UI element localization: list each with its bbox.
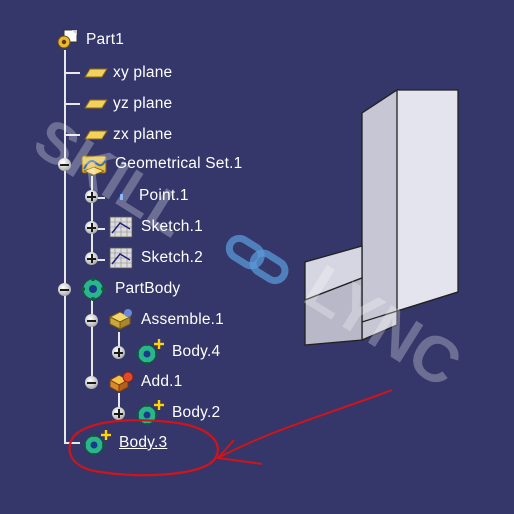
tree-node-sketch2[interactable]: Sketch.2 <box>106 245 203 271</box>
tree-node-geometrical-set[interactable]: Geometrical Set.1 <box>80 151 242 177</box>
tree-node-assemble1[interactable]: Assemble.1 <box>106 307 224 333</box>
tree-line-assemble <box>118 332 120 353</box>
plane-icon <box>84 130 108 140</box>
tree-branch <box>91 197 105 199</box>
node-label: Sketch.2 <box>141 249 203 266</box>
tree-line-geoset <box>91 176 93 258</box>
add-collapse-toggle[interactable] <box>85 376 98 389</box>
tree-line-root <box>64 50 66 443</box>
body-icon <box>136 339 164 365</box>
tree-node-add1[interactable]: Add.1 <box>106 369 183 395</box>
tree-node-zx-plane[interactable]: zx plane <box>84 122 172 148</box>
tree-branch <box>64 72 80 74</box>
tree-line-add <box>118 393 120 414</box>
body2-expand-toggle[interactable] <box>112 407 125 420</box>
node-label: Assemble.1 <box>141 311 224 328</box>
body-icon <box>83 430 111 456</box>
tree-node-point1[interactable]: Point.1 <box>106 183 189 209</box>
point-icon <box>106 186 134 206</box>
tree-branch <box>91 259 105 261</box>
node-label: Body.4 <box>172 343 221 360</box>
tree-node-yz-plane[interactable]: yz plane <box>84 91 172 117</box>
sketch2-expand-toggle[interactable] <box>85 252 98 265</box>
node-label: Sketch.1 <box>141 218 203 235</box>
tree-node-sketch1[interactable]: Sketch.1 <box>106 214 203 240</box>
node-label: Body.3 <box>119 434 168 451</box>
plane-icon <box>84 68 108 78</box>
assemble-collapse-toggle[interactable] <box>85 314 98 327</box>
plane-icon <box>84 99 108 109</box>
geometrical-set-icon <box>81 155 107 176</box>
tree-node-xy-plane[interactable]: xy plane <box>84 60 172 86</box>
node-label: PartBody <box>115 280 181 297</box>
node-label: Geometrical Set.1 <box>115 155 243 172</box>
tree-line-partbody <box>91 300 93 382</box>
node-label: zx plane <box>113 126 173 143</box>
tree-node-part1[interactable]: Part1 <box>55 27 124 53</box>
body-icon <box>136 400 164 426</box>
tree-node-body3[interactable]: Body.3 <box>80 430 167 456</box>
tree-node-body2[interactable]: Body.2 <box>133 400 220 426</box>
geometrical-set-collapse-toggle[interactable] <box>58 158 71 171</box>
point-expand-toggle[interactable] <box>85 190 98 203</box>
tree-branch <box>64 134 80 136</box>
sketch-icon <box>109 216 133 238</box>
sketch1-expand-toggle[interactable] <box>85 221 98 234</box>
body4-expand-toggle[interactable] <box>112 346 125 359</box>
node-label: yz plane <box>113 95 173 112</box>
node-label: Point.1 <box>139 187 189 204</box>
tree-branch <box>64 103 80 105</box>
tree-branch <box>64 442 80 444</box>
node-label: Body.2 <box>172 404 221 421</box>
sketch-icon <box>109 247 133 269</box>
assemble-icon <box>108 309 132 330</box>
node-label: Add.1 <box>141 373 183 390</box>
node-label: xy plane <box>113 64 173 81</box>
part-icon <box>57 29 78 49</box>
node-label: Part1 <box>86 31 125 48</box>
partbody-collapse-toggle[interactable] <box>58 283 71 296</box>
part-body-icon <box>81 277 105 301</box>
tree-branch <box>91 228 105 230</box>
add-icon <box>108 371 134 393</box>
tree-node-partbody[interactable]: PartBody <box>80 276 180 302</box>
tree-node-body4[interactable]: Body.4 <box>133 339 220 365</box>
